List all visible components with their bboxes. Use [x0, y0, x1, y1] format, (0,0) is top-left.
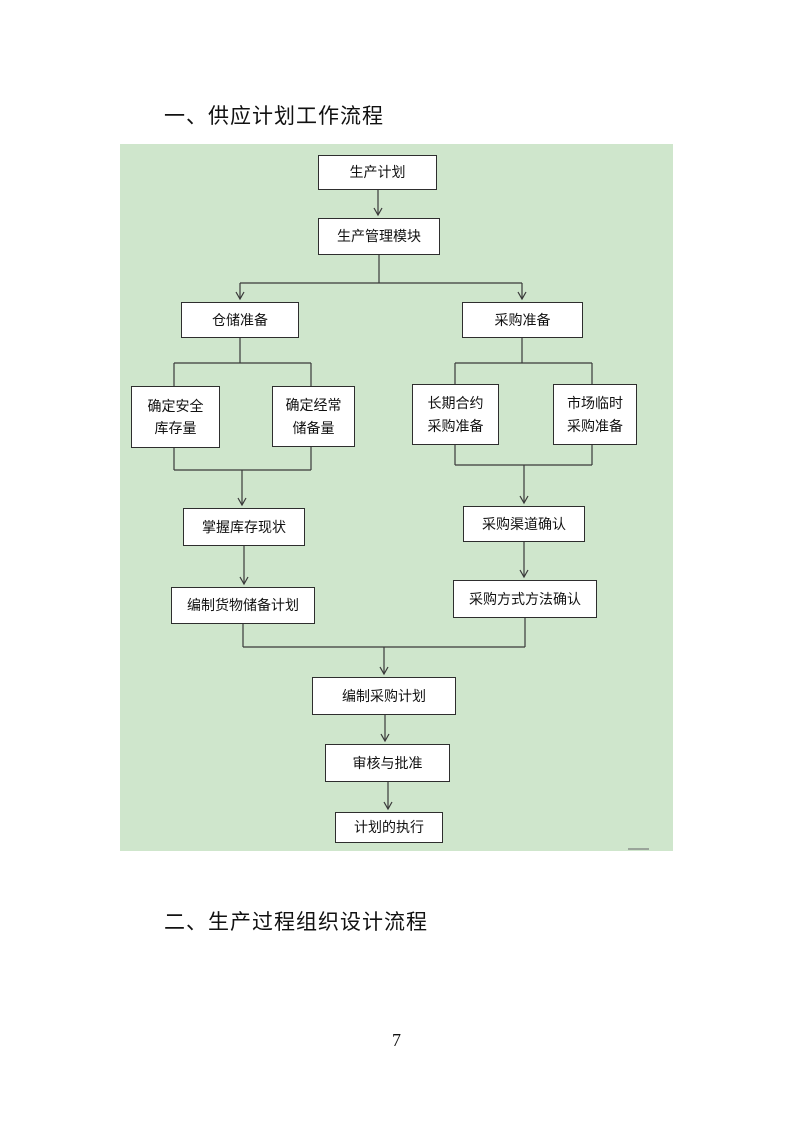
flowchart-node-production-management-module: 生产管理模块	[318, 218, 440, 255]
split-connector	[173, 338, 312, 386]
flowchart-node-prepare-procurement-plan: 编制采购计划	[312, 677, 456, 715]
merge-connector	[173, 447, 312, 471]
flowchart-node-determine-safety-stock: 确定安全库存量	[131, 386, 220, 448]
flowchart-node-production-plan: 生产计划	[318, 155, 437, 190]
split-connector	[454, 338, 593, 384]
section-heading-supply-plan: 一、供应计划工作流程	[164, 104, 384, 128]
flowchart-node-warehouse-preparation: 仓储准备	[181, 302, 299, 338]
canvas-artifact-dash	[628, 848, 649, 850]
merge-connector	[454, 445, 593, 466]
arrow-connectors	[235, 190, 529, 811]
flowchart-node-procurement-preparation: 采购准备	[462, 302, 583, 338]
section-heading-production-process: 二、生产过程组织设计流程	[164, 910, 428, 934]
flowchart-canvas: 生产计划 生产管理模块 仓储准备 采购准备 确定安全库存量 确定经常储备量 长期…	[120, 144, 673, 851]
page-number: 7	[392, 1030, 401, 1050]
flowchart-node-procurement-method-confirmation: 采购方式方法确认	[453, 580, 597, 618]
flowchart-connectors	[173, 190, 593, 811]
flowchart-node-grasp-inventory-status: 掌握库存现状	[183, 508, 305, 546]
flowchart-node-procurement-channel-confirmation: 采购渠道确认	[463, 506, 585, 542]
flowchart-node-plan-execution: 计划的执行	[335, 812, 443, 843]
flowchart-node-determine-regular-reserve: 确定经常储备量	[272, 386, 355, 447]
flowchart-node-review-and-approval: 审核与批准	[325, 744, 450, 782]
split-connector	[240, 255, 522, 284]
flowchart-node-market-temporary-procurement-prep: 市场临时采购准备	[553, 384, 637, 445]
flowchart-node-prepare-goods-reserve-plan: 编制货物储备计划	[171, 587, 315, 624]
flowchart-node-long-term-contract-procurement-prep: 长期合约采购准备	[412, 384, 499, 445]
connector-lines	[173, 255, 593, 648]
